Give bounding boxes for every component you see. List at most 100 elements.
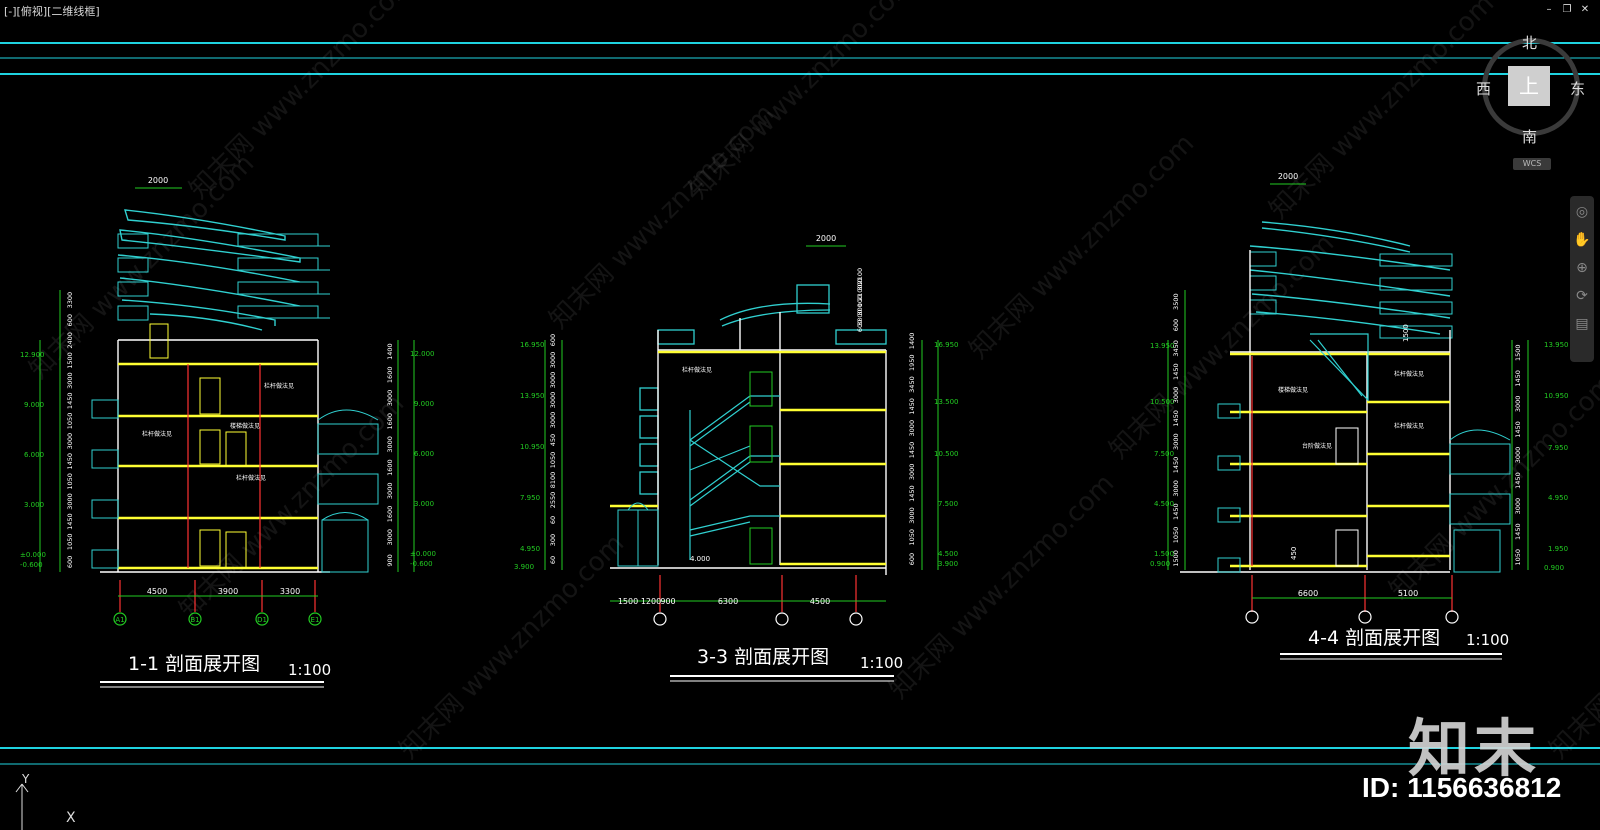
dimension-text: 3800 — [856, 309, 864, 326]
dimension-text: 1450 — [908, 442, 916, 459]
bottom-dimension: 3900 — [218, 587, 238, 596]
note-label: 台阶做法见 — [1302, 442, 1332, 450]
elevation-mark: 3.000 — [24, 501, 44, 509]
note-label: 栏杆做法见 — [142, 430, 172, 438]
elevation-mark: 16.950 — [934, 341, 959, 349]
elevation-mark: 1.950 — [1548, 545, 1568, 553]
elevation-mark: 13.950 — [1150, 342, 1175, 350]
elevation-mark: 10.500 — [934, 450, 959, 458]
bottom-dimension: 3300 — [280, 587, 300, 596]
dimension-text: 1950 — [908, 354, 916, 371]
compass-west[interactable]: 西 — [1476, 80, 1492, 98]
dimension-text: 1450 — [1514, 370, 1522, 387]
section-3-3[interactable]: 2000 1500 1200 900 6300 4500 16.950 13.9… — [514, 234, 959, 682]
bottom-dimension: 5100 — [1398, 589, 1418, 598]
compass-east[interactable]: 东 — [1570, 80, 1586, 98]
axis-label: D1 — [257, 616, 267, 624]
interior-elements — [149, 323, 247, 569]
dimension-lines — [39, 187, 415, 597]
dimension-text: 1450 — [66, 453, 74, 470]
note-label: 栏杆做法见 — [264, 382, 294, 390]
elevation-mark: 4.500 — [938, 550, 958, 558]
elevation-mark: 12.000 — [410, 350, 435, 358]
compass-south[interactable]: 南 — [1522, 128, 1538, 146]
steering-wheel-icon[interactable]: ◎ — [1575, 204, 1589, 220]
elevation-mark: 4.950 — [520, 545, 540, 553]
dimension-text: 1400 — [908, 333, 916, 350]
dimension-text: 3000 — [908, 420, 916, 437]
section-title: 4-4 剖面展开图 — [1308, 627, 1440, 649]
step-label: 450 — [1290, 547, 1298, 560]
top-dimension: 2000 — [148, 176, 168, 185]
compass-ring[interactable] — [1482, 38, 1580, 136]
dimension-text: 600 — [549, 334, 557, 346]
dimension-text: 1050 — [1172, 527, 1180, 544]
dimension-text: 1600 — [386, 367, 394, 384]
dimension-text: 3000 — [66, 433, 74, 450]
viewport-label[interactable]: [-][俯视][二维线框] — [4, 5, 100, 18]
elevation-mark: 9.000 — [24, 401, 44, 409]
section-title: 3-3 剖面展开图 — [697, 646, 829, 668]
dimension-text: 3000 — [386, 483, 394, 500]
side-tower — [1217, 403, 1511, 573]
watermark-text: 知末网 www.znzmo.com — [184, 0, 420, 205]
dimension-text: 2100 — [856, 268, 864, 285]
dimension-text: 1450 — [908, 398, 916, 415]
compass-north[interactable]: 北 — [1522, 34, 1538, 52]
elevation-mark: 7.500 — [938, 500, 958, 508]
floor-slabs — [1230, 352, 1450, 568]
viewcube-top-face[interactable]: 上 — [1508, 66, 1550, 106]
elevation-mark: 16.950 — [520, 341, 545, 349]
elevation-mark: 7.500 — [1154, 450, 1174, 458]
zoom-icon[interactable]: ⊕ — [1576, 260, 1588, 276]
section-1-1[interactable]: A1 B1 D1 E1 2000 4500 3900 3300 12.900 9… — [20, 176, 436, 688]
dimension-text: 600 — [908, 553, 916, 565]
section-4-4[interactable]: 2000 6600 5100 13.950 10.500 7.500 4.500… — [1150, 172, 1569, 660]
section-scale: 1:100 — [860, 654, 903, 672]
elevation-mark: 13.950 — [520, 392, 545, 400]
dimension-text: 1050 — [908, 529, 916, 546]
orbit-icon[interactable]: ⟳ — [1576, 288, 1588, 304]
pan-icon[interactable]: ✋ — [1573, 232, 1591, 248]
dimension-text: 3000 — [386, 529, 394, 546]
left-dim-texts: 3500600345014503000145030001450300014501… — [1172, 293, 1180, 566]
ucs-x-label: X — [66, 810, 76, 826]
note-label: 栏杆做法见 — [682, 366, 712, 374]
dimension-text: 1600 — [386, 459, 394, 476]
dimension-text: 900 — [386, 554, 394, 566]
wcs-menu-button[interactable]: WCS — [1513, 158, 1551, 170]
dimension-text: 1600 — [386, 506, 394, 523]
dimension-text: 2400 — [66, 332, 74, 349]
dimension-text: 8100 — [549, 472, 557, 489]
ucs-icon — [15, 783, 29, 830]
roof-structure — [639, 284, 887, 495]
bottom-dimension: 1500 — [618, 597, 638, 606]
asset-id-label: ID: 1156636812 — [1362, 772, 1562, 803]
dimension-text: 1050 — [66, 473, 74, 490]
minimize-icon[interactable]: – — [1546, 4, 1552, 15]
column-lines — [1251, 356, 1453, 612]
note-label: 栏杆做法见 — [236, 474, 266, 482]
close-icon[interactable]: ✕ — [1580, 4, 1590, 15]
watermark-text: 知末网 www.znzmo.com — [1264, 0, 1500, 225]
watermark-text: 知末网 www.znzmo.com — [964, 129, 1200, 365]
elevation-mark: 3.900 — [514, 563, 534, 571]
elevation-mark: 13.500 — [934, 398, 959, 406]
showmotion-icon[interactable]: ▤ — [1575, 316, 1589, 332]
dimension-text: 600 — [66, 556, 74, 568]
axis-label: B1 — [190, 616, 199, 624]
dimension-text: 1500 — [1172, 550, 1180, 567]
dimension-text: 3450 — [908, 376, 916, 393]
note-label: 楼梯做法见 — [1278, 386, 1308, 394]
dimension-text: 3000 — [549, 412, 557, 429]
bottom-dimension: 6300 — [718, 597, 738, 606]
right-dim-texts: 1400195034501450300014503000145030001050… — [908, 333, 916, 566]
viewcube[interactable]: 上 北 南 东 西 WCS — [1476, 28, 1588, 178]
axis-label: E1 — [311, 616, 320, 624]
dimension-text: 1050 — [549, 452, 557, 469]
restore-icon[interactable]: ❐ — [1562, 4, 1572, 15]
navigation-bar[interactable]: ◎ ✋ ⊕ ⟳ ▤ — [1570, 196, 1594, 362]
